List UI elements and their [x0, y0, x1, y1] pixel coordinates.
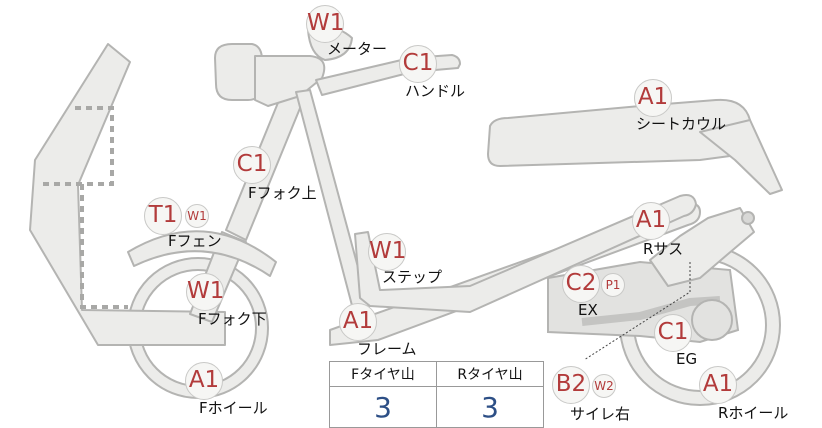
- step-label: ステップ: [382, 268, 443, 286]
- step-grade: W1: [368, 233, 406, 271]
- exhaust-sub-grade: P1: [601, 273, 625, 297]
- f-fork-upper-grade: C1: [233, 146, 271, 184]
- seat-cowl-grade: A1: [634, 79, 672, 117]
- head-cover-shape: [254, 55, 326, 107]
- r-suspension-grade: A1: [632, 202, 670, 240]
- front-cowl-shape: [29, 43, 226, 346]
- f-fork-lower-label: Fフォク下: [198, 310, 267, 328]
- table-row: 3 3: [329, 386, 544, 428]
- rear-tread-header: Rタイヤ山: [436, 361, 544, 387]
- tire-tread-table: Fタイヤ山 Rタイヤ山 3 3: [329, 361, 544, 428]
- r-wheel-grade: A1: [699, 366, 737, 404]
- f-wheel-label: Fホイール: [199, 399, 268, 417]
- exhaust-label: EX: [578, 301, 598, 319]
- muffler-right-grade: B2: [552, 366, 590, 404]
- frame-grade: A1: [339, 303, 377, 341]
- front-tread-header: Fタイヤ山: [329, 361, 437, 387]
- r-suspension-label: Rサス: [643, 240, 684, 258]
- front-fender-shape: [127, 230, 277, 277]
- f-fork-lower-grade: W1: [186, 273, 224, 311]
- front-tread-value: 3: [329, 386, 437, 428]
- r-wheel-label: Rホイール: [718, 404, 789, 422]
- engine-grade: C1: [654, 314, 692, 352]
- rear-tread-value: 3: [436, 386, 544, 428]
- frame-label: フレーム: [357, 340, 417, 358]
- engine-label: EG: [676, 350, 698, 368]
- meter-label: メーター: [327, 40, 388, 58]
- rear-shock-shape: [649, 207, 755, 287]
- f-fender-sub-grade: W1: [185, 204, 209, 228]
- meter-grade: W1: [306, 5, 344, 43]
- f-fork-upper-label: Fフォク上: [248, 184, 317, 202]
- table-header-row: Fタイヤ山 Rタイヤ山: [329, 361, 544, 387]
- f-fender-grade: T1: [144, 197, 182, 235]
- muffler-right-label: サイレ右: [570, 405, 631, 423]
- f-fender-label: Fフェン: [168, 232, 222, 250]
- handle-label: ハンドル: [405, 82, 466, 100]
- muffler-right-sub-grade: W2: [592, 374, 616, 398]
- f-wheel-grade: A1: [185, 362, 223, 400]
- handle-grade: C1: [399, 45, 437, 83]
- seat-cowl-label: シートカウル: [636, 115, 727, 133]
- leader-line: [583, 262, 691, 361]
- exhaust-grade: C2: [562, 265, 600, 303]
